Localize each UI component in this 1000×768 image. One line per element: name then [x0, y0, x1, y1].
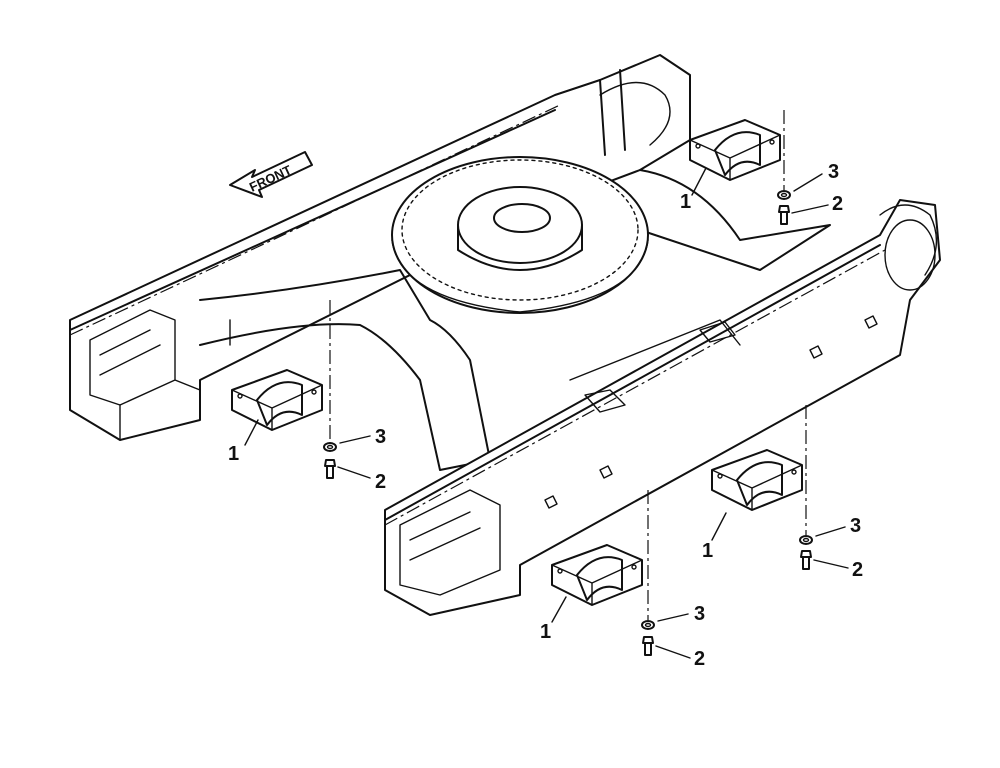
front-arrow: FRONT [229, 151, 313, 198]
bolt [324, 459, 336, 479]
rubber-pad [231, 369, 323, 431]
washer [641, 620, 655, 630]
bolt [778, 205, 790, 225]
washer [323, 442, 337, 452]
callout-3: 3 [694, 603, 705, 625]
bolt [642, 636, 654, 656]
bolt [800, 550, 812, 570]
rubber-pad [551, 544, 643, 606]
pad-assembly-top-right: 1 3 2 [680, 119, 843, 225]
callout-1: 1 [680, 191, 691, 213]
swing-circle [391, 156, 649, 314]
left-side-frame [69, 54, 691, 441]
pad-assembly-bottom-right: 1 3 2 [702, 449, 863, 581]
callout-2: 2 [832, 193, 843, 215]
right-side-frame [384, 199, 941, 616]
rubber-pad [689, 119, 781, 181]
callout-1: 1 [540, 621, 551, 643]
callout-3: 3 [828, 161, 839, 183]
callout-1: 1 [702, 540, 713, 562]
washer [777, 190, 791, 200]
pad-assembly-left: 1 3 2 [228, 369, 386, 493]
rubber-pad [711, 449, 803, 511]
washer [799, 535, 813, 545]
callout-3: 3 [375, 426, 386, 448]
callout-2: 2 [852, 559, 863, 581]
callout-3: 3 [850, 515, 861, 537]
phantom-lines [69, 104, 886, 620]
pad-assembly-bottom-center: 1 3 2 [540, 544, 705, 670]
callout-2: 2 [694, 648, 705, 670]
callout-2: 2 [375, 471, 386, 493]
callout-1: 1 [228, 443, 239, 465]
front-label: FRONT [247, 162, 294, 195]
